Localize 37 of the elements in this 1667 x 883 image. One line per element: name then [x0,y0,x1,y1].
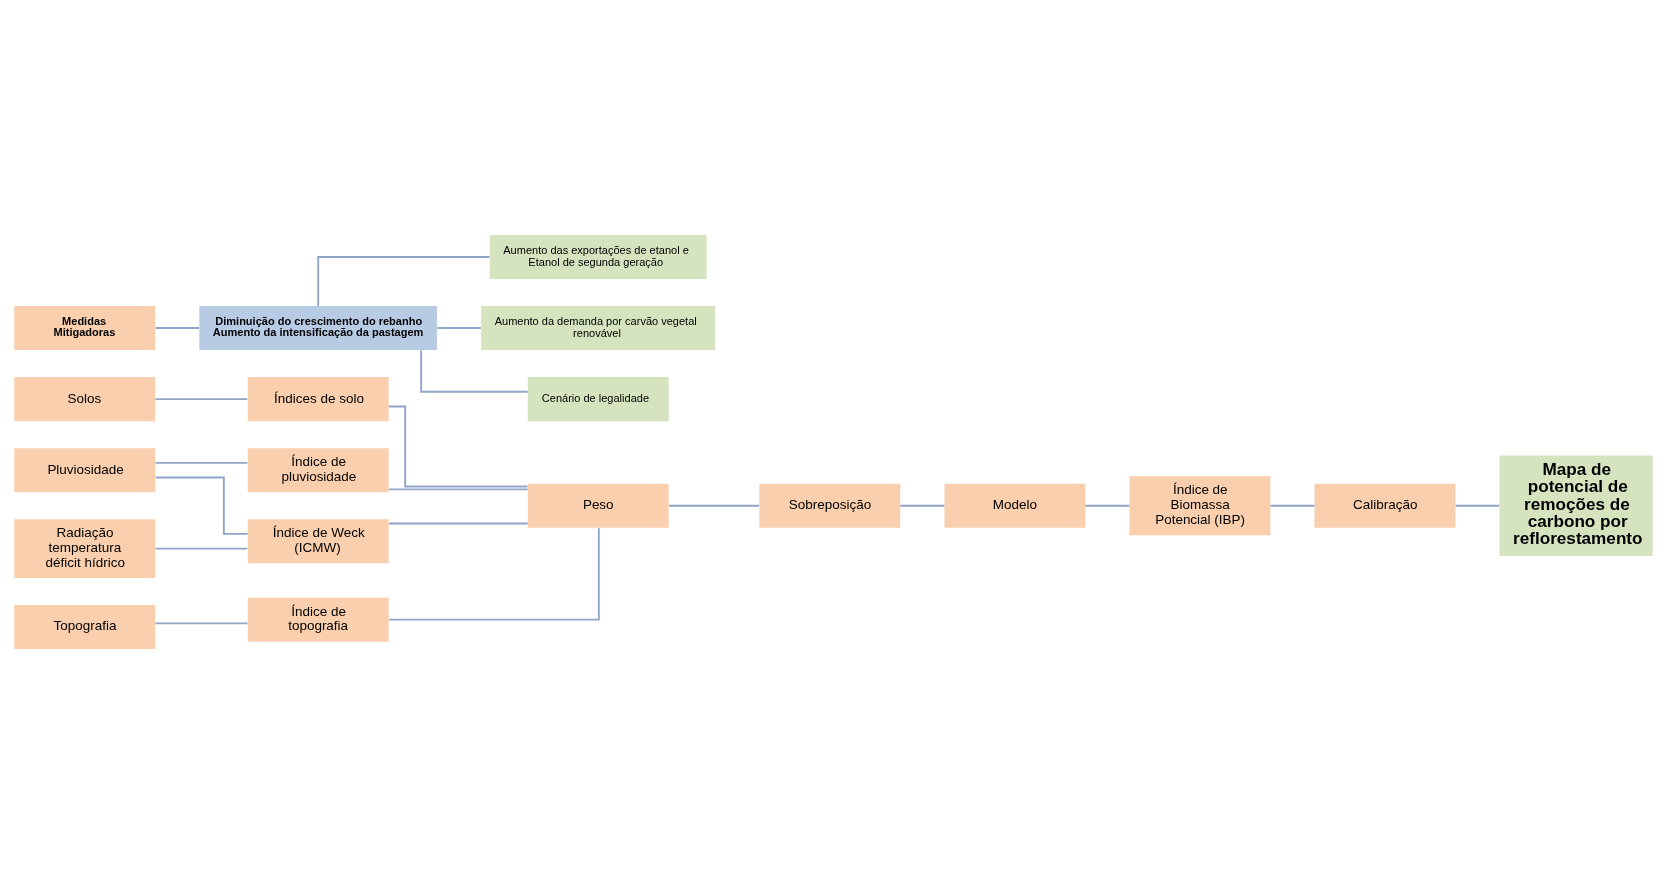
node-box: Aumento das exportações de etanol e Etanol de segunda geração [489,234,707,279]
node-box: Modelo [944,483,1086,528]
node-box: Radiação temperatura déficit hídrico [14,518,156,578]
connector [420,348,529,393]
node-box: Índices de solo [247,376,389,421]
node-box: Mapa de potencial de remoções de carbono por reflorestamento [1499,455,1653,556]
connector [387,405,529,487]
node-box: Aumento da demanda por carvão vegetal renovável [481,305,716,350]
connector [154,476,249,535]
connector [668,504,760,507]
connector [388,526,600,621]
connector [1269,504,1316,507]
node-box: Pluviosidade [14,447,156,492]
node-box: Sobreposição [759,483,901,528]
connector [387,522,529,524]
connector [154,621,249,624]
connector [1454,504,1501,507]
connector [1084,504,1131,507]
connector [154,326,200,329]
connector [387,487,529,490]
connector [154,397,249,400]
node-box: Solos [14,376,156,421]
connector [154,547,249,550]
node-box: Calibração [1314,483,1456,528]
node-box: Topografia [14,604,156,649]
node-box: Índice de Biomassa Potencial (IBP) [1129,475,1271,535]
node-box: Índice de pluviosidade [247,447,389,492]
node-box: Medidas Mitigadoras [14,305,156,350]
node-box: Peso [527,483,669,528]
node-box: Diminuição do crescimento do rebanho Aumento da intensificação da pastagem [199,305,438,350]
connector [899,504,946,507]
node-box: Índice de Weck (ICMW) [247,518,389,563]
connector [154,461,249,464]
node-box: Cenário de legalidade [527,376,669,421]
node-box: Índice de topografia [247,597,389,642]
connector [436,326,482,329]
connector [317,255,491,307]
